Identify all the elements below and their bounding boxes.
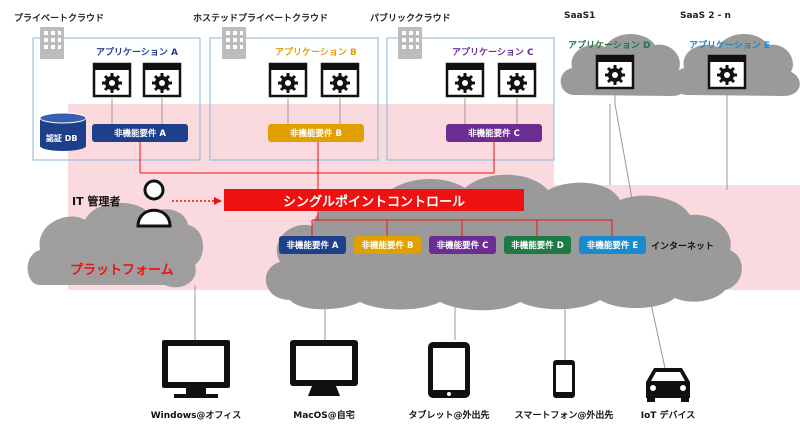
bottom-requirement-e[interactable]: 非機能要件 E [579, 236, 646, 254]
app-b-title: アプリケーション B [275, 48, 357, 58]
gear-window-icon [595, 54, 635, 90]
gear-window-icon [268, 62, 308, 98]
private-cloud-box [32, 37, 201, 161]
building-icon [398, 27, 422, 59]
windows-device-label: Windows@オフィス [150, 411, 242, 421]
smartphone-icon [553, 360, 575, 398]
bottom-requirement-c[interactable]: 非機能要件 C [429, 236, 496, 254]
saas2-label: SaaS 2 - n [680, 11, 731, 21]
car-icon [646, 368, 690, 402]
iot-device-label: IoT デバイス [640, 411, 696, 421]
control-lines [139, 140, 613, 236]
gear-window-icon [445, 62, 485, 98]
admin-arrow [172, 197, 222, 205]
internet-label: インターネット [651, 242, 715, 252]
tablet-device-label: タブレット@外出先 [408, 411, 490, 421]
tablet-icon [428, 342, 470, 398]
public-cloud-box [386, 37, 555, 161]
platform-label: プラットフォーム [70, 263, 174, 278]
private-cloud-label: プライベートクラウド [14, 14, 105, 24]
bottom-requirement-d[interactable]: 非機能要件 D [504, 236, 571, 254]
gear-window-icon [497, 62, 537, 98]
building-icon [222, 27, 246, 59]
app-d-title: アプリケーション D [568, 41, 651, 51]
person-icon [136, 179, 172, 228]
smartphone-device-label: スマートフォン@外出先 [514, 411, 614, 421]
it-admin-label: IT 管理者 [72, 195, 121, 208]
saas1-label: SaaS1 [564, 11, 596, 21]
gear-window-icon [320, 62, 360, 98]
monitor-icon [162, 340, 230, 398]
gear-window-icon [707, 54, 747, 90]
app-e-title: アプリケーション E [689, 41, 771, 51]
building-icon [40, 27, 64, 59]
top-requirement-a[interactable]: 非機能要件 A [92, 124, 188, 142]
public-cloud-label: パブリッククラウド [370, 14, 451, 24]
auth-db-label: 認証 DB [46, 134, 78, 143]
monitor-icon [290, 340, 358, 396]
gear-window-icon [92, 62, 132, 98]
top-requirement-c[interactable]: 非機能要件 C [446, 124, 542, 142]
app-a-title: アプリケーション A [96, 48, 178, 58]
hosted-cloud-label: ホステッドプライベートクラウド [193, 14, 329, 24]
single-point-control[interactable]: シングルポイントコントロール [224, 189, 524, 211]
top-requirement-b[interactable]: 非機能要件 B [268, 124, 364, 142]
mac-device-label: MacOS@自宅 [293, 411, 355, 421]
app-c-title: アプリケーション C [452, 48, 534, 58]
database-icon [39, 112, 87, 151]
gear-window-icon [142, 62, 182, 98]
bottom-requirement-a[interactable]: 非機能要件 A [279, 236, 346, 254]
bottom-requirement-b[interactable]: 非機能要件 B [354, 236, 421, 254]
hosted-cloud-box [209, 37, 379, 161]
